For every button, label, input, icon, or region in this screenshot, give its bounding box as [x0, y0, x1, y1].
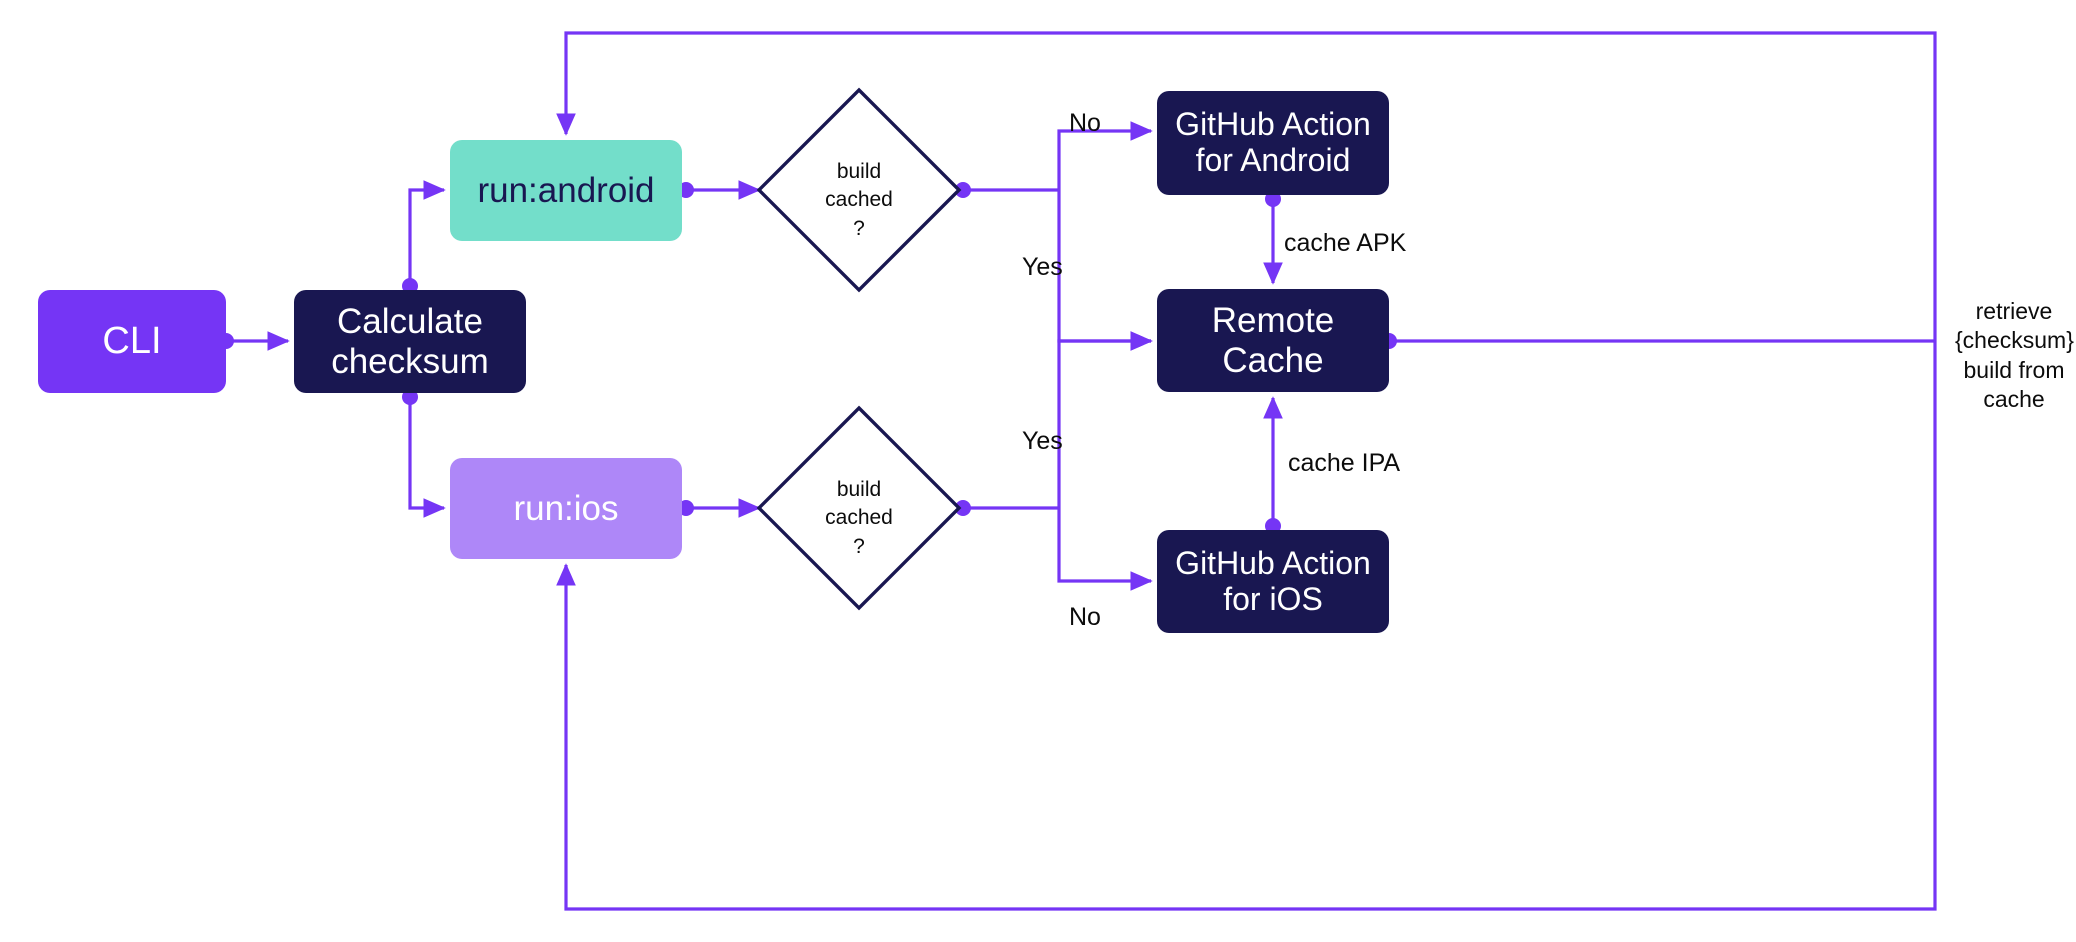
edge-decision-android-yes [1057, 190, 1153, 351]
decision-ios-shape [756, 405, 962, 611]
edge-dot-run-android-out [678, 182, 694, 198]
edge-label-cache-ipa: cache IPA [1288, 449, 1401, 477]
node-github-action-ios[interactable]: GitHub Action for iOS [1157, 530, 1389, 633]
decision-android-label: build cached ? [825, 160, 893, 240]
node-run-android[interactable]: run:android [450, 140, 682, 241]
decision-android-shape [756, 87, 962, 293]
edge-decision-ios-yes [1057, 331, 1153, 508]
node-calculate-checksum[interactable]: Calculate checksum [294, 290, 526, 393]
node-remote-cache[interactable]: Remote Cache [1157, 289, 1389, 392]
node-cli[interactable]: CLI [38, 290, 226, 393]
edge-dot-decision-android-out [955, 182, 971, 198]
edge-checksum-to-run-android [408, 180, 446, 286]
decision-ios-label: build cached ? [825, 478, 893, 558]
edge-label-no-android: No [1069, 109, 1101, 137]
edge-decision-android-bus-vert [1057, 121, 1153, 190]
edge-checksum-to-run-ios [408, 397, 446, 518]
retrieve-checksum-note: retrieve {checksum} build from cache [1955, 298, 2074, 413]
edge-label-yes-ios: Yes [1022, 427, 1063, 455]
node-github-action-android[interactable]: GitHub Action for Android [1157, 91, 1389, 195]
edge-decision-ios-no [1057, 508, 1153, 591]
edge-label-no-ios: No [1069, 603, 1101, 631]
node-run-ios[interactable]: run:ios [450, 458, 682, 559]
edge-dot-checksum-bottom [402, 389, 418, 405]
edge-loop-to-run-ios [556, 341, 1937, 911]
edge-loop-to-run-android [556, 31, 1937, 341]
edge-dot-run-ios-out [678, 500, 694, 516]
edge-label-cache-apk: cache APK [1284, 229, 1407, 257]
edge-dot-gh-android-bottom [1265, 191, 1281, 207]
edge-label-yes-android: Yes [1022, 253, 1063, 281]
edge-dot-decision-ios-out [955, 500, 971, 516]
